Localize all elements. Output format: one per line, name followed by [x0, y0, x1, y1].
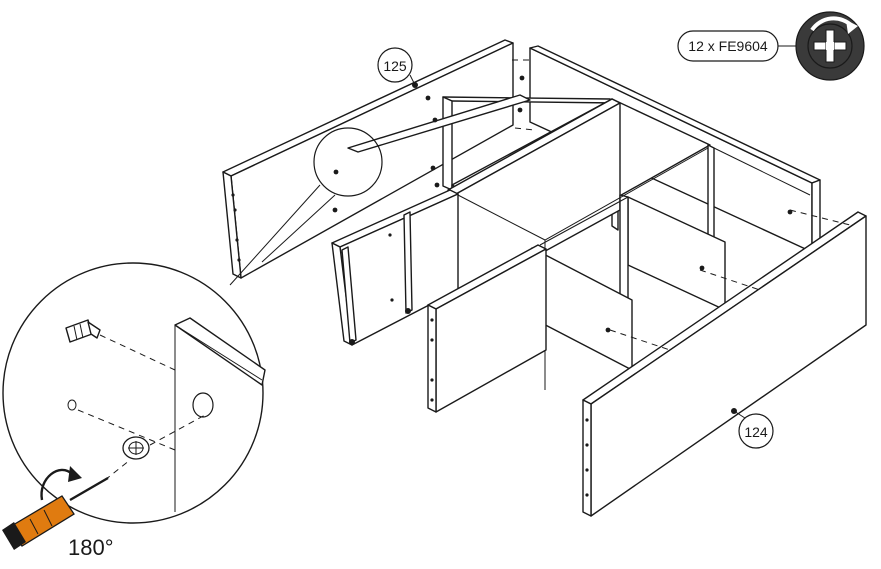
panel-124 [582, 211, 867, 517]
assembly-guides [512, 59, 851, 351]
part-124-callout: 124 [733, 410, 774, 449]
cam-lock-detail-icon [122, 436, 150, 460]
dowel-icon [65, 319, 101, 343]
front-divider-middle [427, 244, 547, 413]
detail-marker-circle [313, 127, 383, 197]
part-125-callout: 125 [377, 47, 418, 88]
carcass [222, 39, 821, 390]
rotation-arrow-icon [40, 466, 82, 501]
part-124-label: 124 [744, 424, 768, 440]
cam-lock-icon [795, 11, 865, 81]
detail-circle [2, 262, 266, 524]
rotation-label: 180° [68, 535, 114, 560]
hardware-label: 12 x FE9604 [688, 38, 768, 54]
hardware-callout: 12 x FE9604 [677, 11, 865, 81]
front-divider-left [331, 189, 459, 346]
screws-row [332, 75, 793, 333]
screwdriver-icon [2, 476, 109, 550]
part-125-label: 125 [383, 58, 407, 74]
